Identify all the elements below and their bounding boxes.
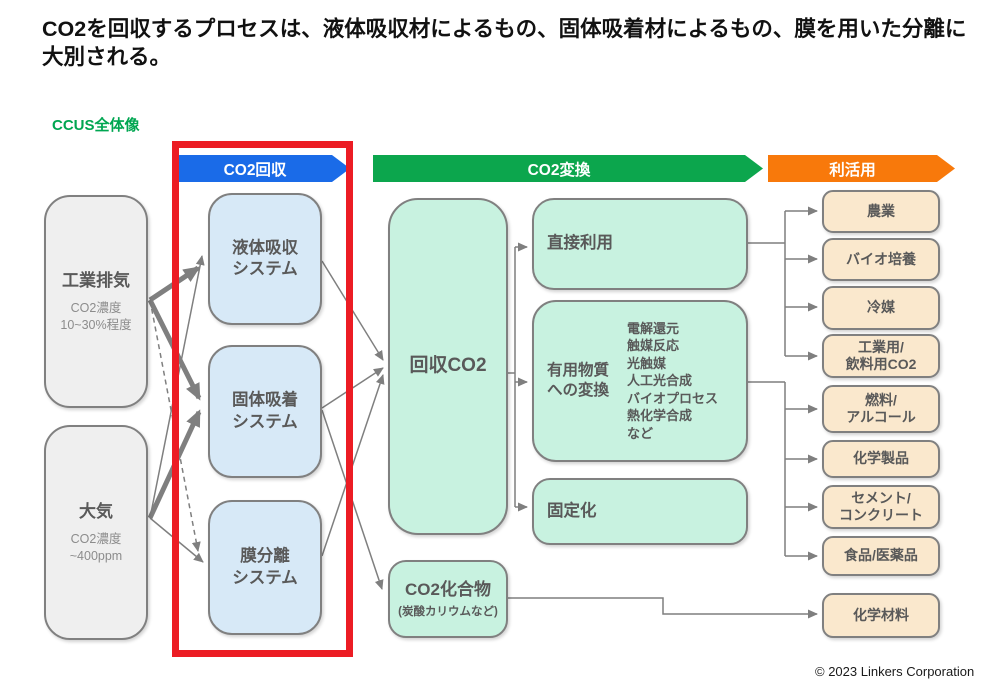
co2-compound-box: CO2化合物 (炭酸カリウムなど)	[388, 560, 508, 638]
capture-solid-adsorption: 固体吸着 システム	[208, 345, 322, 478]
direct-use-label: 直接利用	[547, 234, 613, 253]
source-atmosphere: 大気 CO2濃度 ~400ppm	[44, 425, 148, 640]
capture-liquid-absorption: 液体吸収 システム	[208, 193, 322, 325]
capture-membrane-separation-label: 膜分離 システム	[232, 547, 298, 587]
app-chemical-products: 化学製品	[822, 440, 940, 478]
app-refrigerant-label: 冷媒	[867, 299, 895, 316]
co2-compound-note: (炭酸カリウムなど)	[398, 606, 498, 619]
bus-useful-substances	[748, 381, 818, 561]
source-atmosphere-note: CO2濃度 ~400ppm	[69, 531, 123, 563]
arrow-industrial-to-liquid	[148, 265, 201, 303]
fixation-label: 固定化	[547, 501, 597, 520]
header-co2-capture: CO2回収	[178, 155, 350, 182]
useful-substances-methods: 電解還元 触媒反応 光触媒 人工光合成 バイオプロセス 熱化学合成 など	[627, 321, 719, 441]
bus-captured-co2	[508, 242, 528, 512]
app-agriculture-label: 農業	[867, 202, 895, 219]
app-bio-cultivation: バイオ培養	[822, 238, 940, 281]
header-utilization-label: 利活用	[829, 161, 876, 179]
app-cement-concrete: セメント/ コンクリート	[822, 485, 940, 529]
app-fuel-alcohol-label: 燃料/ アルコール	[846, 391, 916, 426]
capture-membrane-separation: 膜分離 システム	[208, 500, 322, 635]
app-chemical-materials-label: 化学材料	[853, 606, 909, 623]
app-industrial-beverage-co2: 工業用/ 飲料用CO2	[822, 334, 940, 378]
useful-substances-box: 有用物質 への変換 電解還元 触媒反応 光触媒 人工光合成 バイオプロセス 熱化…	[532, 300, 748, 462]
captured-co2-box: 回収CO2	[388, 198, 508, 535]
source-atmosphere-label: 大気	[79, 501, 113, 521]
header-co2-capture-label: CO2回収	[223, 161, 287, 179]
fixation-box: 固定化	[532, 478, 748, 545]
source-industrial-exhaust: 工業排気 CO2濃度 10~30%程度	[44, 195, 148, 408]
page-title: CO2を回収するプロセスは、液体吸収材によるもの、固体吸着材によるもの、膜を用い…	[42, 17, 967, 69]
header-co2-conversion-label: CO2変換	[527, 161, 591, 179]
direct-use-box: 直接利用	[532, 198, 748, 290]
app-chemical-products-label: 化学製品	[853, 450, 909, 467]
app-bio-cultivation-label: バイオ培養	[846, 250, 916, 267]
bus-direct-use	[748, 206, 818, 361]
app-chemical-materials: 化学材料	[822, 593, 940, 638]
arrow-industrial-to-solid	[147, 298, 202, 401]
arrow-compound-to-materials	[508, 597, 818, 619]
app-food-pharma: 食品/医薬品	[822, 536, 940, 576]
app-agriculture: 農業	[822, 190, 940, 233]
header-co2-conversion: CO2変換	[373, 155, 763, 182]
app-cement-concrete-label: セメント/ コンクリート	[839, 489, 923, 524]
app-refrigerant: 冷媒	[822, 286, 940, 330]
copyright-text: © 2023 Linkers Corporation	[815, 664, 975, 679]
app-industrial-beverage-co2-label: 工業用/ 飲料用CO2	[845, 338, 917, 373]
capture-solid-adsorption-label: 固体吸着 システム	[232, 391, 298, 431]
app-fuel-alcohol: 燃料/ アルコール	[822, 385, 940, 433]
captured-co2-label: 回収CO2	[409, 355, 487, 377]
app-food-pharma-label: 食品/医薬品	[844, 547, 918, 564]
arrow-atmosphere-to-membrane	[149, 517, 204, 563]
arrow-liquid-to-captured	[321, 260, 384, 361]
capture-liquid-absorption-label: 液体吸収 システム	[232, 238, 298, 278]
source-industrial-exhaust-label: 工業排気	[62, 270, 130, 290]
arrow-solid-to-compound	[321, 409, 384, 590]
section-label: CCUS全体像	[52, 117, 140, 134]
useful-substances-label: 有用物質 への変換	[547, 361, 610, 399]
co2-compound-label: CO2化合物	[405, 579, 491, 599]
header-utilization: 利活用	[768, 155, 955, 182]
source-industrial-exhaust-note: CO2濃度 10~30%程度	[60, 300, 132, 332]
